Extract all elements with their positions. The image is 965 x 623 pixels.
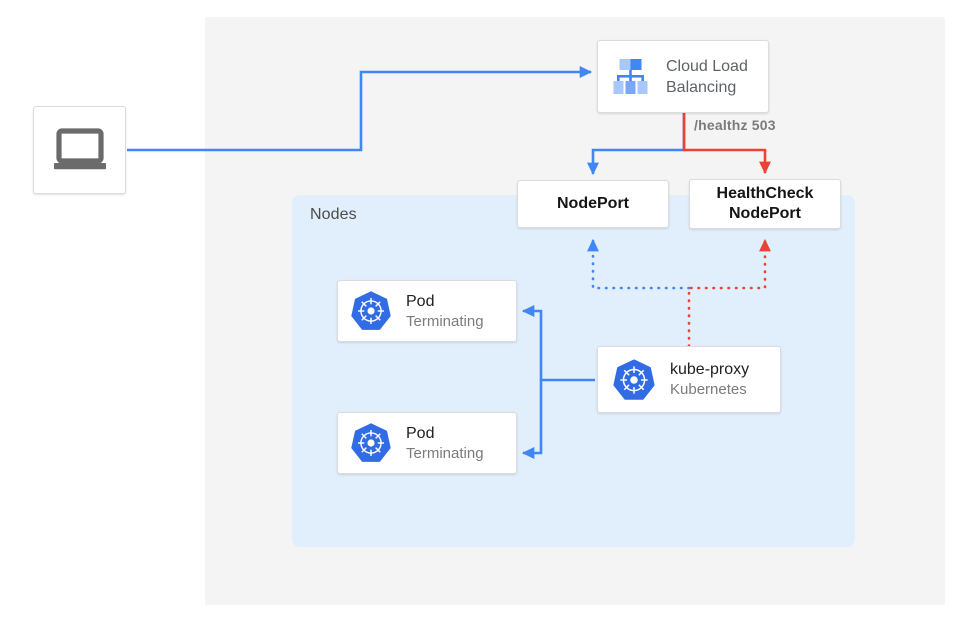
cloud-load-balancing-node[interactable]: Cloud Load Balancing: [597, 40, 769, 113]
nodeport-node[interactable]: NodePort: [517, 180, 669, 228]
healthcheck-nodeport-node[interactable]: HealthCheck NodePort: [689, 179, 841, 229]
pod-1-title: Pod: [406, 292, 435, 310]
kube-proxy-text: kube-proxy Kubernetes: [670, 360, 749, 399]
cloud-load-balancing-line-1: Cloud Load: [666, 57, 748, 75]
pod-1-text: Pod Terminating: [406, 292, 484, 331]
cloud-load-balancing-icon: [608, 56, 654, 98]
kubernetes-icon: [350, 290, 392, 332]
nodes-region-label: Nodes: [310, 206, 357, 223]
pod-node-2[interactable]: Pod Terminating: [337, 412, 517, 474]
pod-2-status: Terminating: [406, 444, 484, 462]
kubernetes-icon: [612, 358, 656, 402]
pod-node-1[interactable]: Pod Terminating: [337, 280, 517, 342]
kube-proxy-subtitle: Kubernetes: [670, 381, 747, 398]
healthcheck-nodeport-line-2: NodePort: [728, 205, 801, 222]
pod-1-status: Terminating: [406, 312, 484, 330]
healthcheck-nodeport-label: HealthCheck NodePort: [717, 184, 814, 224]
cloud-load-balancing-label: Cloud Load Balancing: [666, 56, 748, 98]
client-node[interactable]: [33, 106, 126, 194]
cloud-load-balancing-line-2: Balancing: [666, 78, 737, 96]
pod-2-text: Pod Terminating: [406, 424, 484, 463]
kube-proxy-title: kube-proxy: [670, 361, 750, 378]
nodeport-label: NodePort: [557, 195, 629, 212]
healthz-status-label: /healthz 503: [694, 117, 776, 133]
kubernetes-icon: [350, 422, 392, 464]
kube-proxy-node[interactable]: kube-proxy Kubernetes: [597, 346, 781, 413]
pod-2-title: Pod: [406, 424, 435, 442]
healthcheck-nodeport-line-1: HealthCheck: [716, 185, 814, 202]
laptop-icon: [52, 127, 108, 173]
